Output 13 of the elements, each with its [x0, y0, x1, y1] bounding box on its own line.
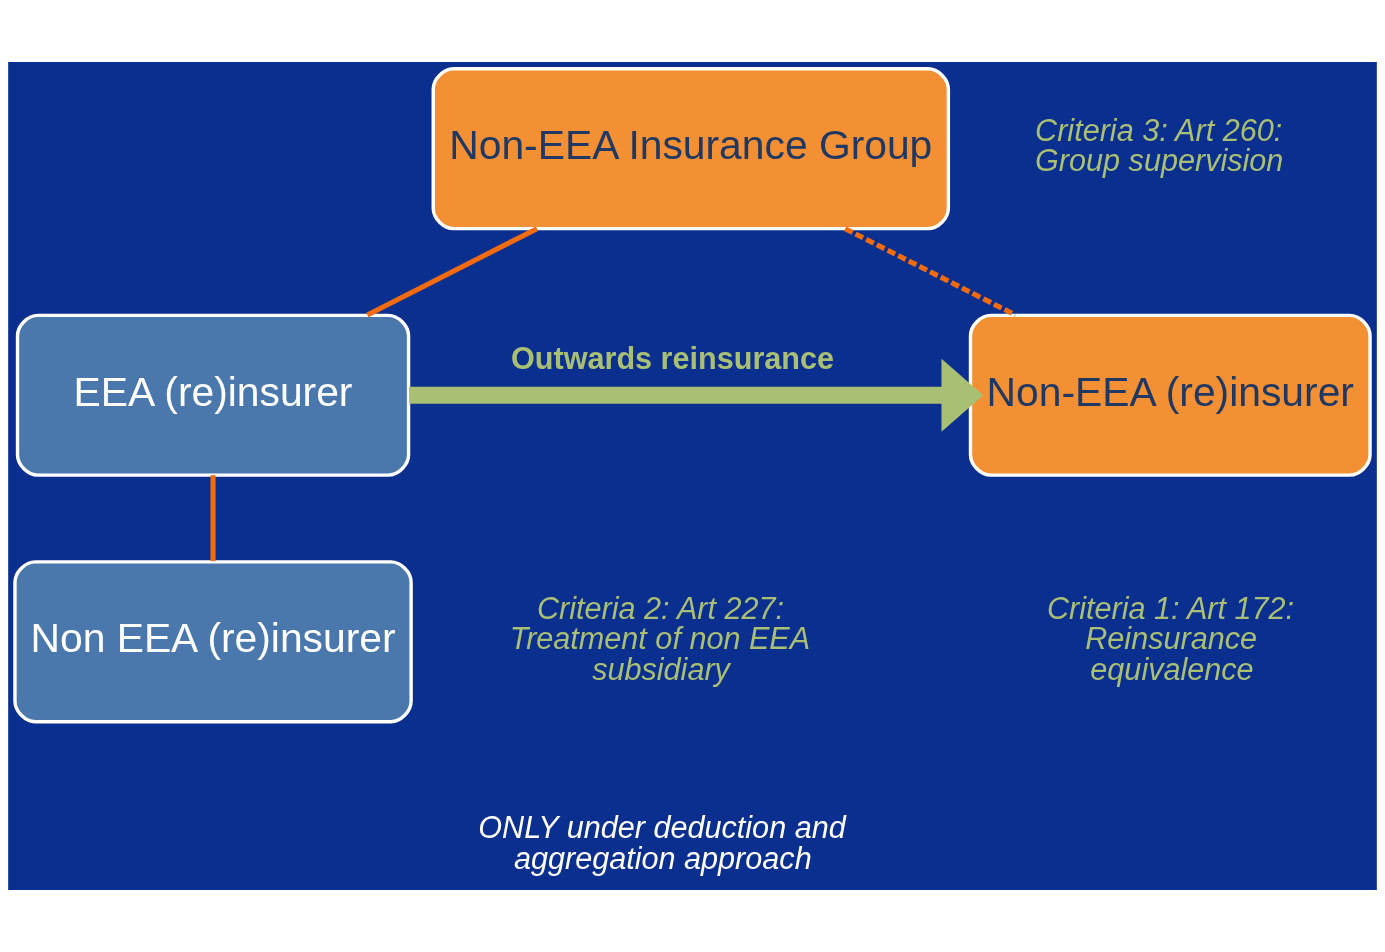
node-label: Criteria 3: Art 260: Group supervision: [1035, 112, 1284, 178]
arrow: [409, 358, 984, 432]
node-box: Non-EEA (re)insurer: [968, 313, 1372, 477]
node-box: Non-EEA Insurance Group: [431, 67, 951, 231]
node-label: Criteria 1: Art 172: Reinsurance equivalence: [1046, 590, 1295, 686]
label: Criteria 2: Art 227: Treatment of non EEA subsidiary: [509, 590, 811, 686]
label: ONLY under deduction and aggregation approach: [478, 809, 846, 875]
node-box: Non EEA (re)insurer: [13, 560, 413, 724]
node-box: EEA (re)insurer: [15, 313, 411, 477]
edge-label: Outwards reinsurance: [511, 340, 835, 375]
connector: [210, 475, 216, 562]
connector: [366, 226, 539, 318]
connector: [844, 226, 1017, 318]
